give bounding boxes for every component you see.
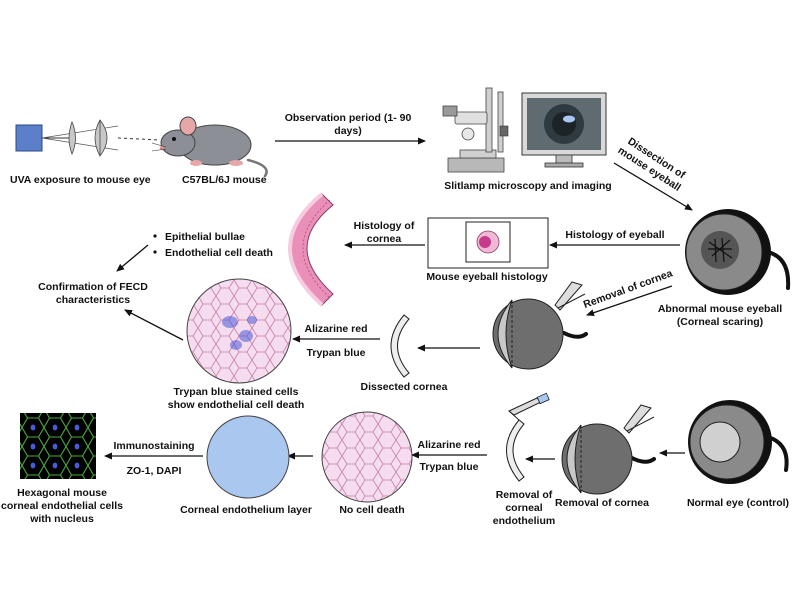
slitlamp-icon — [442, 87, 509, 173]
arrow-dissection — [613, 162, 693, 211]
endothelium-removal-tool-icon — [506, 392, 550, 482]
finding-epithelial-bullae: Epithelial bullae — [165, 231, 245, 243]
arrow-removal-cornea-upper — [586, 285, 673, 317]
finding-endothelial-death: Endothelial cell death — [165, 247, 273, 259]
stained-cells-endothelial-death — [186, 278, 292, 384]
dissected-cornea-icon — [390, 314, 410, 378]
arrow-to-fecd-top — [116, 244, 149, 272]
alizarine-red-lower-label: Alizarine red — [417, 439, 480, 451]
trypan-stained-label: Trypan blue stained cells — [174, 386, 299, 398]
observation-period-label: Observation period (1- 90 — [285, 112, 412, 124]
eyeball-cornea-removal-lower-icon — [561, 404, 656, 495]
histology-eyeball-label: Histology of eyeball — [565, 229, 664, 241]
abnormal-eyeball-label-2: (Corneal scaring) — [677, 316, 763, 328]
histology-cornea-label: Histology of — [354, 220, 415, 232]
immunostained-cells-image — [20, 413, 96, 479]
endothelium-layer-icon — [206, 415, 290, 499]
histology-cornea-label-2: cornea — [367, 233, 402, 245]
mouse-icon — [151, 116, 268, 178]
dissected-cornea-label: Dissected cornea — [361, 381, 448, 393]
normal-eye-label: Normal eye (control) — [687, 497, 789, 509]
eyeball-histology-label: Mouse eyeball histology — [426, 271, 548, 283]
arrow-to-fecd-bottom — [124, 309, 184, 341]
flow-arrows — [104, 137, 693, 463]
stained-cells-no-death — [321, 411, 413, 503]
immunostaining-label: Immunostaining — [113, 440, 194, 452]
uva-exposure-label: UVA exposure to mouse eye — [10, 174, 151, 186]
trypan-stained-label-2: show endothelial cell death — [168, 399, 305, 411]
fecd-confirmation-label-2: characteristics — [56, 294, 130, 306]
slitlamp-label: Slitlamp microscopy and imaging — [444, 180, 611, 192]
monitor-icon — [521, 92, 607, 168]
bullet-dot — [153, 250, 157, 254]
hexagonal-cells-label-3: with nucleus — [29, 513, 94, 525]
findings-list — [153, 234, 157, 254]
zo1-dapi-label: ZO-1, DAPI — [127, 465, 182, 477]
cornea-histology-icon — [288, 192, 334, 307]
bullet-dot — [153, 234, 157, 238]
trypan-blue-lower-label: Trypan blue — [420, 461, 479, 473]
abnormal-eyeball-label: Abnormal mouse eyeball — [658, 303, 782, 315]
no-cell-death-label: No cell death — [339, 504, 404, 516]
normal-eye-icon — [688, 400, 789, 484]
uva-device-icon — [15, 119, 161, 157]
abnormal-eyeball-icon — [685, 209, 791, 295]
removal-cornea-lower-label: Removal of cornea — [555, 497, 649, 509]
eyeball-cornea-removal-upper-icon — [492, 281, 588, 370]
endothelium-layer-label: Corneal endothelium layer — [180, 504, 312, 516]
fecd-confirmation-label: Confirmation of FECD — [38, 281, 148, 293]
removal-endothelium-label: Removal of — [496, 489, 553, 501]
removal-endothelium-label-3: endothelium — [493, 515, 555, 527]
alizarine-red-upper-label: Alizarine red — [304, 323, 367, 335]
trypan-blue-upper-label: Trypan blue — [307, 347, 366, 359]
removal-endothelium-label-2: corneal — [505, 502, 542, 514]
observation-period-label-2: days) — [334, 125, 361, 137]
hexagonal-cells-label-2: corneal endothelial cells — [1, 500, 123, 512]
eyeball-histology-panel — [427, 217, 549, 269]
mouse-strain-label: C57BL/6J mouse — [182, 174, 267, 186]
hexagonal-cells-label: Hexagonal mouse — [17, 487, 107, 499]
